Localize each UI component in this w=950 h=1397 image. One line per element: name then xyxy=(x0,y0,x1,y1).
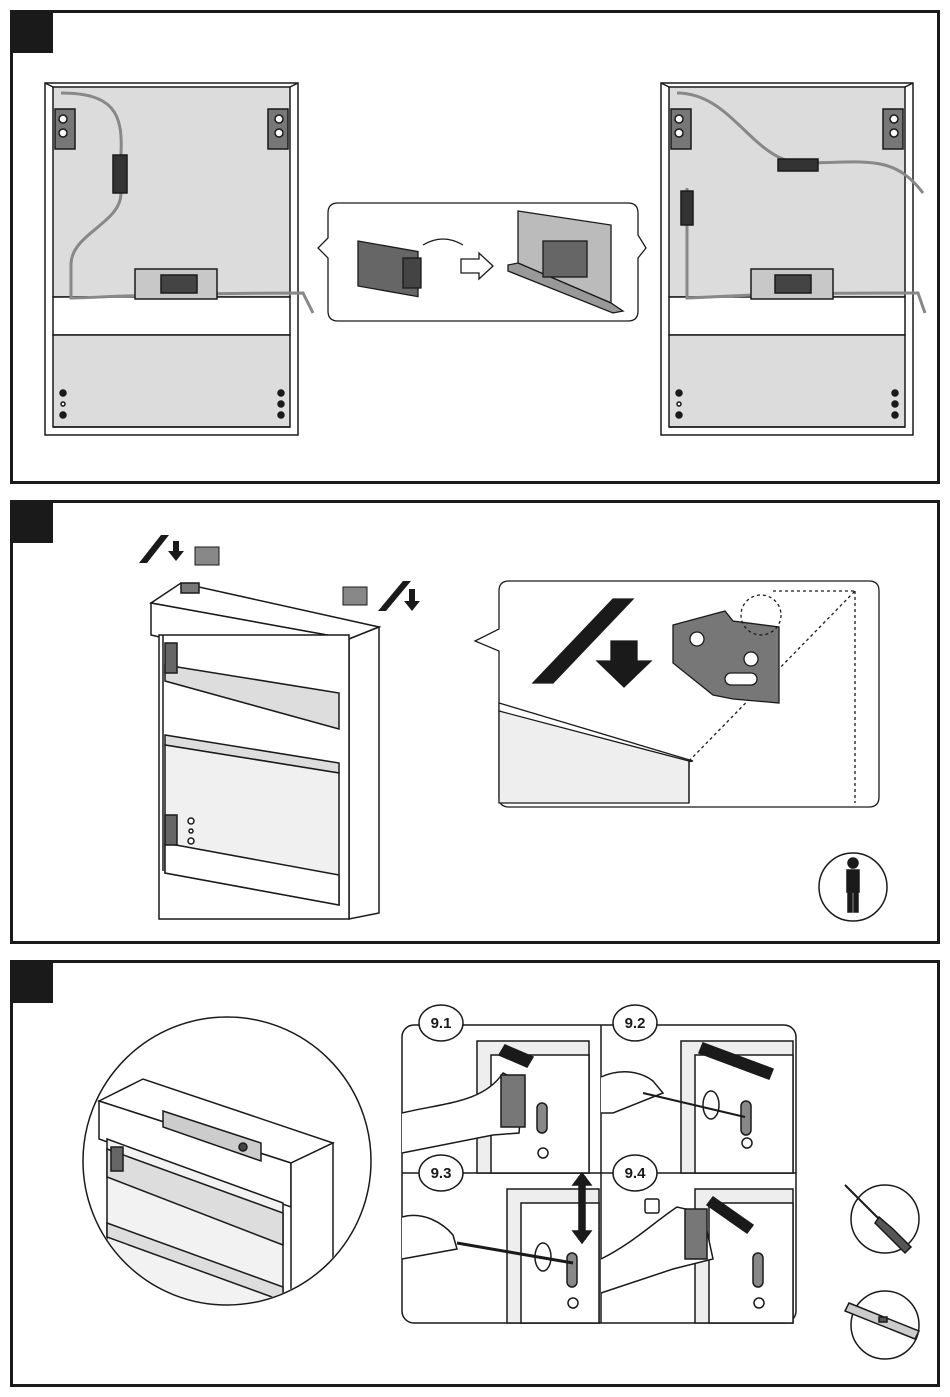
substep-label-1: 9.1 xyxy=(419,1005,463,1041)
svg-text:9.2: 9.2 xyxy=(625,1015,646,1032)
bracket-icon xyxy=(195,547,219,565)
step-3-illustration: 9.1 9.2 9.3 9.4 xyxy=(13,963,937,1384)
substep-label-4: 9.4 xyxy=(613,1155,657,1191)
hinge-icon xyxy=(268,109,288,149)
substep-label-3: 9.3 xyxy=(419,1155,463,1191)
person-icon xyxy=(819,853,887,921)
svg-text:9.1: 9.1 xyxy=(431,1015,452,1032)
hinge-icon xyxy=(883,109,903,149)
bracket-icon xyxy=(343,587,367,605)
hinge-icon xyxy=(165,815,177,845)
spirit-level-icon xyxy=(845,1291,919,1359)
hinge-icon xyxy=(165,643,177,673)
down-arrow-icon xyxy=(378,581,420,611)
cabinet-back-after xyxy=(661,83,925,435)
step-panel-2 xyxy=(10,500,940,944)
hinge-icon xyxy=(111,1147,123,1171)
level-on-cabinet-detail xyxy=(83,1017,371,1363)
step-panel-1 xyxy=(10,10,940,484)
bracket-detail-bubble xyxy=(475,581,879,807)
svg-text:9.3: 9.3 xyxy=(431,1165,452,1182)
screwdriver-icon xyxy=(845,1185,919,1253)
hinge-icon xyxy=(671,109,691,149)
step-panel-3: 9.1 9.2 9.3 9.4 xyxy=(10,960,940,1387)
cabinet xyxy=(151,583,379,919)
cabinet-back-before xyxy=(45,83,313,435)
svg-text:9.4: 9.4 xyxy=(625,1165,647,1182)
detail-bubble xyxy=(318,203,646,321)
step-1-illustration xyxy=(13,13,937,481)
down-arrow-icon xyxy=(139,535,184,563)
substep-label-2: 9.2 xyxy=(613,1005,657,1041)
step-2-illustration xyxy=(13,503,937,941)
hinge-icon xyxy=(55,109,75,149)
